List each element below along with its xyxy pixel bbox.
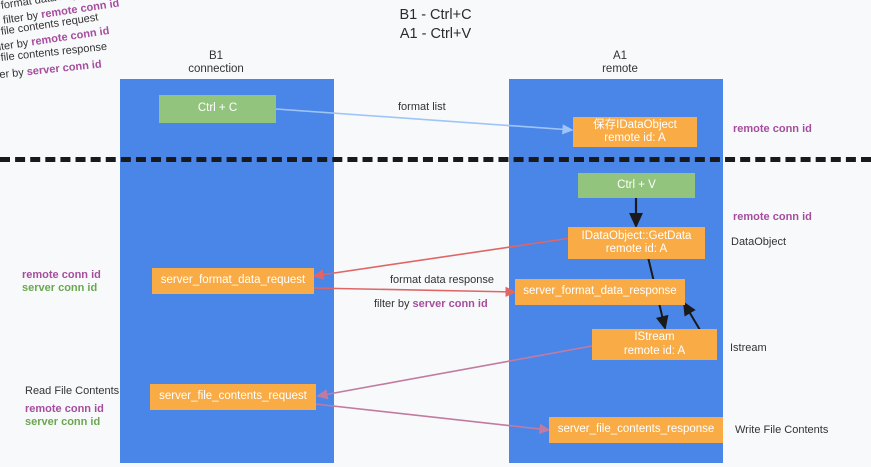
column-header-a1: A1 remote xyxy=(602,50,638,75)
side-label-istream: Istream xyxy=(730,342,767,354)
node-istream[interactable]: IStream remote id: A xyxy=(592,329,717,360)
node-idataobject-store[interactable]: 保存IDataObject remote id: A xyxy=(573,117,697,147)
page-title: B1 - Ctrl+C A1 - Ctrl+V xyxy=(399,7,472,42)
node-server-format-data-response[interactable]: server_format_data_response xyxy=(515,279,685,305)
column-header-b1: B1 connection xyxy=(188,50,244,75)
edge-format-data-response xyxy=(311,286,517,297)
side-label-left-remote-conn-id-mid: remote conn id xyxy=(22,269,101,281)
edge-label-format-data-response-filter-prefix: filter by xyxy=(374,298,413,310)
edge-label-file-contents-response-filter-prefix: filter by xyxy=(0,66,25,83)
node-server-format-data-request[interactable]: server_format_data_request xyxy=(152,268,314,294)
side-label-left-remote-conn-id-bottom: remote conn id xyxy=(25,403,104,415)
edge-label-format-data-response: format data response xyxy=(390,274,494,286)
node-idataobject-getdata[interactable]: IDataObject::GetData remote id: A xyxy=(568,227,705,259)
side-label-write-file-contents: Write File Contents xyxy=(735,424,829,436)
side-label-remote-conn-id-mid: remote conn id xyxy=(733,211,812,223)
side-label-left-server-conn-id-mid: server conn id xyxy=(22,282,98,294)
side-label-read-file-contents: Read File Contents xyxy=(25,385,120,397)
node-ctrl-c[interactable]: Ctrl + C xyxy=(159,95,276,123)
node-server-file-contents-request[interactable]: server_file_contents_request xyxy=(150,384,316,410)
edge-label-format-data-response-filter-key: server conn id xyxy=(412,298,488,310)
node-server-file-contents-response[interactable]: server_file_contents_response xyxy=(549,417,723,443)
edge-label-file-contents-response-filter-key: server conn id xyxy=(26,58,103,79)
section-divider xyxy=(0,157,871,162)
side-label-left-server-conn-id-bottom: server conn id xyxy=(25,416,101,428)
side-label-dataobject: DataObject xyxy=(731,236,787,248)
side-label-remote-conn-id-top: remote conn id xyxy=(733,123,812,135)
node-ctrl-v[interactable]: Ctrl + V xyxy=(578,173,695,198)
edge-label-format-list: format list xyxy=(398,101,446,113)
